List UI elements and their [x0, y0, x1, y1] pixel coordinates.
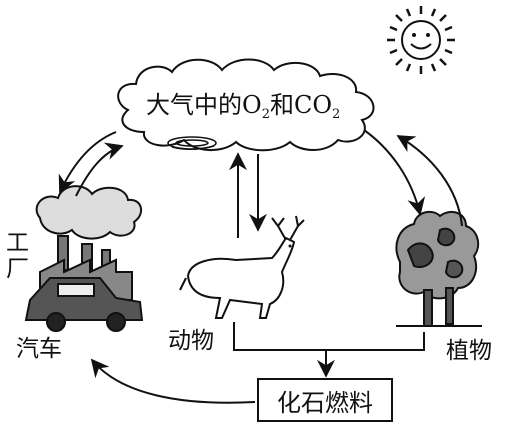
- factory-label-1: 工: [6, 230, 29, 256]
- atmosphere-text-o: 大气中的O: [146, 91, 262, 119]
- atmosphere-cloud: [117, 58, 375, 152]
- atmosphere-text-co: 和CO: [269, 91, 333, 119]
- atmosphere-label: 大气中的O2和CO2: [146, 93, 340, 121]
- smog-scribble: [167, 136, 217, 150]
- plant-trees-illustration: [395, 210, 482, 327]
- arrow-fuel-to-car: [90, 358, 256, 404]
- fossil-fuel-box: 化石燃料: [257, 378, 393, 422]
- sun-icon: [387, 6, 455, 74]
- atmosphere-sub-co: 2: [332, 107, 341, 122]
- line-animal-plant-to-fuel: [233, 322, 425, 351]
- animal-label: 动物: [168, 328, 214, 354]
- arrow-factory-to-atmosphere: [75, 142, 124, 197]
- deer-illustration: [179, 215, 305, 319]
- arrow-atmosphere-to-factory: [58, 131, 117, 194]
- atmosphere-sub-o: 2: [261, 107, 270, 122]
- arrow-atmosphere-to-plant: [363, 129, 426, 216]
- fossil-fuel-label: 化石燃料: [277, 388, 373, 417]
- arrow-plant-to-atmosphere: [396, 135, 463, 227]
- factory-label-2: 厂: [6, 256, 29, 282]
- plant-label: 植物: [446, 338, 492, 364]
- factory-car-illustration: [24, 185, 144, 332]
- car-label: 汽车: [16, 336, 62, 362]
